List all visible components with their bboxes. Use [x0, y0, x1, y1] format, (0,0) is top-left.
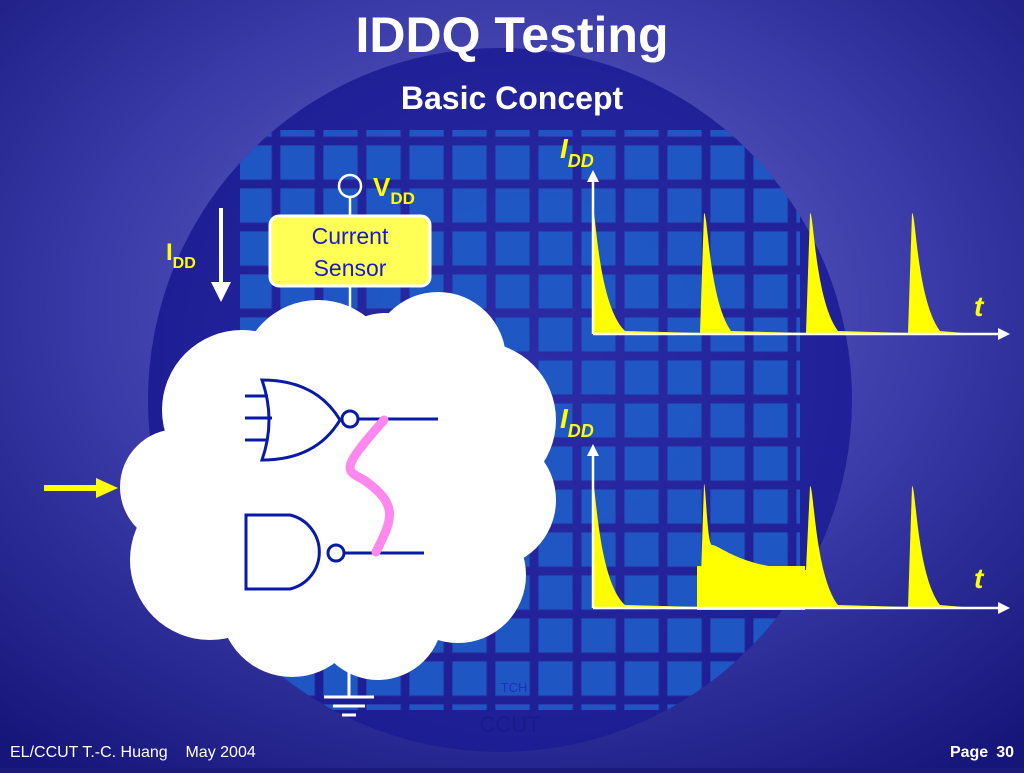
graph-bottom-x-label: t — [974, 563, 985, 594]
footer-page-number: 30 — [996, 744, 1014, 761]
graph-top: IDD t — [560, 133, 1010, 340]
footer-author: EL/CCUT T.-C. Huang — [10, 744, 168, 761]
bridging-fault — [345, 415, 394, 557]
iddq-elevated-current — [697, 566, 805, 610]
current-arrow — [211, 208, 231, 302]
wafer-mark-large: CCUT — [479, 712, 540, 737]
wafer-mark-small: TCH — [501, 680, 528, 695]
ground-symbol — [324, 660, 374, 717]
graph-bottom-y-label: IDD — [560, 403, 594, 441]
slide-subtitle: Basic Concept — [400, 80, 624, 116]
graph-bottom: IDD t — [560, 403, 1010, 614]
sensor-label-line1: Current — [312, 223, 389, 249]
nand-gate-1 — [245, 378, 438, 462]
vdd-label: VDD — [373, 172, 415, 208]
input-arrow — [44, 478, 118, 498]
idd-label: IDD — [166, 239, 196, 272]
nand-gate-2 — [244, 513, 424, 591]
graph-top-y-label: IDD — [560, 133, 594, 171]
slide-title: IDDQ Testing — [355, 7, 669, 63]
footer-page-label: Page — [949, 744, 989, 761]
graph-top-x-label: t — [974, 291, 985, 322]
sensor-label-line2: Sensor — [314, 255, 387, 281]
current-sensor: Current Sensor — [268, 214, 432, 288]
footer-page: Page 30 — [950, 744, 1014, 762]
footer-author-date: EL/CCUT T.-C. Huang May 2004 — [10, 744, 256, 762]
footer-date: May 2004 — [185, 744, 256, 761]
